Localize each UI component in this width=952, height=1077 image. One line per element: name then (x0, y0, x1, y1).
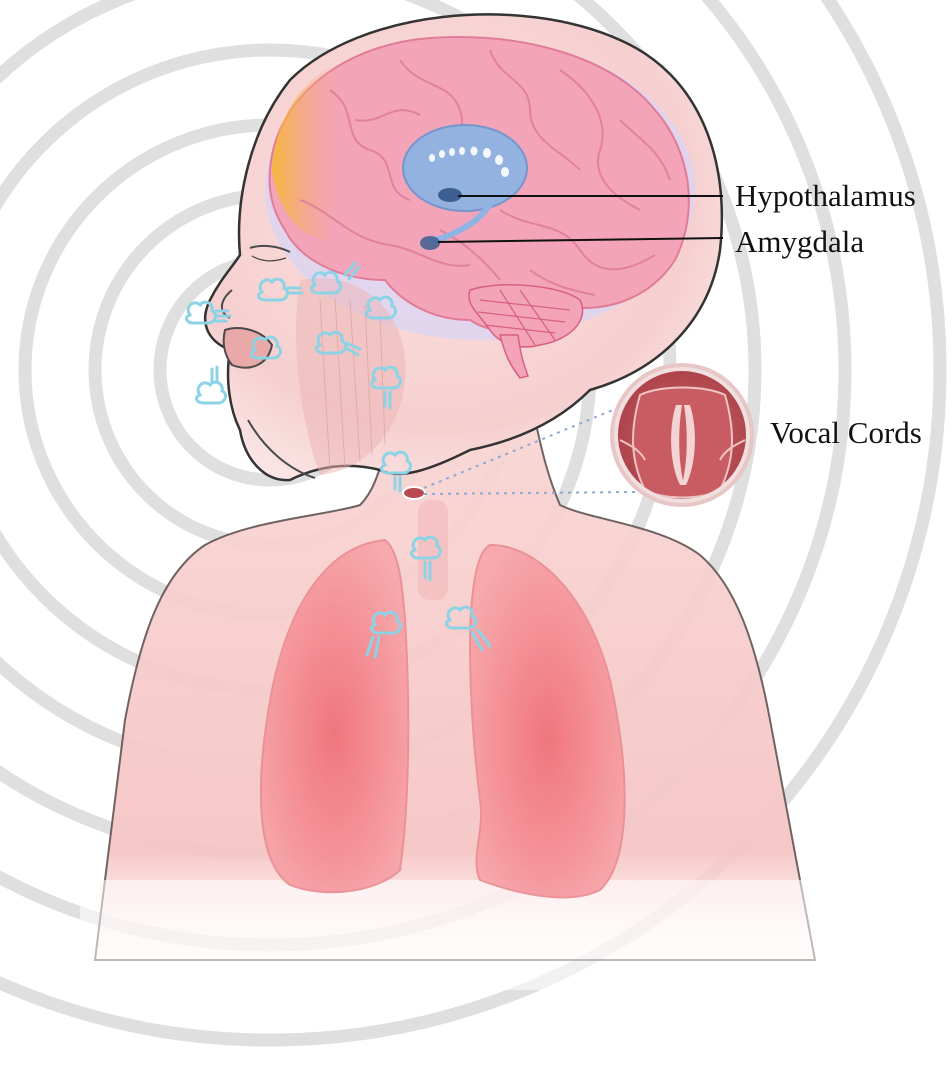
amygdala-marker (420, 236, 440, 250)
breath-cloud-icon (197, 367, 226, 403)
trachea (418, 500, 448, 600)
hypothalamus-label: Hypothalamus (735, 180, 916, 211)
limbic-region (403, 125, 527, 211)
amygdala-label: Amygdala (735, 226, 864, 257)
larynx-marker (403, 487, 425, 499)
vocal-cords-label: Vocal Cords (770, 417, 922, 448)
